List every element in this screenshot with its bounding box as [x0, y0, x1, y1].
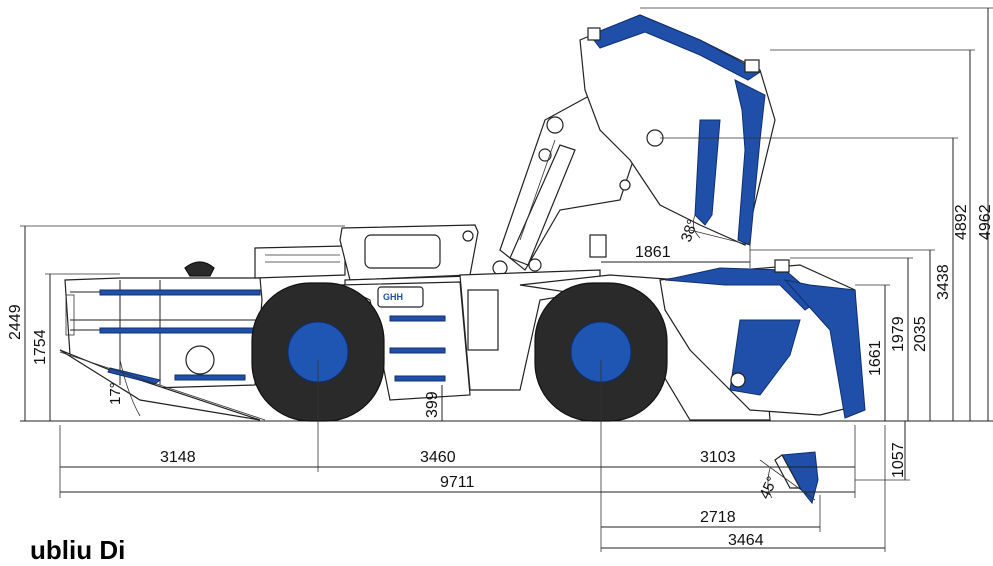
dim-max-height-raised: 4962 — [977, 204, 993, 240]
dim-digging-depth: 1057 — [890, 442, 907, 478]
raised-bucket — [579, 14, 776, 246]
dim-bucket-pin-height: 1661 — [867, 340, 884, 376]
dim-dump-reach: 1861 — [635, 244, 671, 261]
engine-hood — [184, 245, 346, 279]
dim-reach-3464: 3464 — [728, 532, 764, 549]
dim-bucket-height-3438: 3438 — [935, 264, 952, 300]
dim-ground-clearance: 399 — [424, 391, 441, 418]
dim-dump-clearance-low: 1979 — [890, 316, 907, 352]
rear-frame — [59, 277, 263, 421]
lowered-bucket — [659, 259, 866, 419]
angle-rollback: 45° — [756, 474, 781, 502]
dim-overall-height: 2449 — [7, 304, 24, 340]
ghh-logo-text: GHH — [383, 292, 403, 302]
dim-front-overhang: 3103 — [700, 449, 736, 466]
dim-pin-height-raised: 4892 — [953, 204, 970, 240]
dim-body-height: 1754 — [32, 329, 49, 365]
dim-rear-to-axle: 3148 — [160, 449, 196, 466]
angle-rear-departure: 17° — [107, 382, 124, 405]
caption-text: ubliu Di — [30, 535, 126, 565]
dim-bucket-height-2035: 2035 — [912, 316, 929, 352]
rollback-bucket-detail — [774, 451, 819, 505]
dimension-lines: 3148 3460 3103 9711 2718 3464 1861 2449 … — [7, 7, 993, 552]
articulation-joint — [459, 234, 607, 391]
dim-overall-length: 9711 — [440, 474, 475, 491]
front-wheel — [534, 282, 668, 422]
dim-reach-2718: 2718 — [700, 509, 736, 526]
loader-diagram: GHH 3148 3460 3103 — [7, 7, 993, 552]
loader-drawing: GHH 3148 3460 3103 — [7, 7, 993, 552]
dim-wheelbase: 3460 — [420, 449, 456, 466]
angle-dump: 38° — [678, 217, 702, 244]
